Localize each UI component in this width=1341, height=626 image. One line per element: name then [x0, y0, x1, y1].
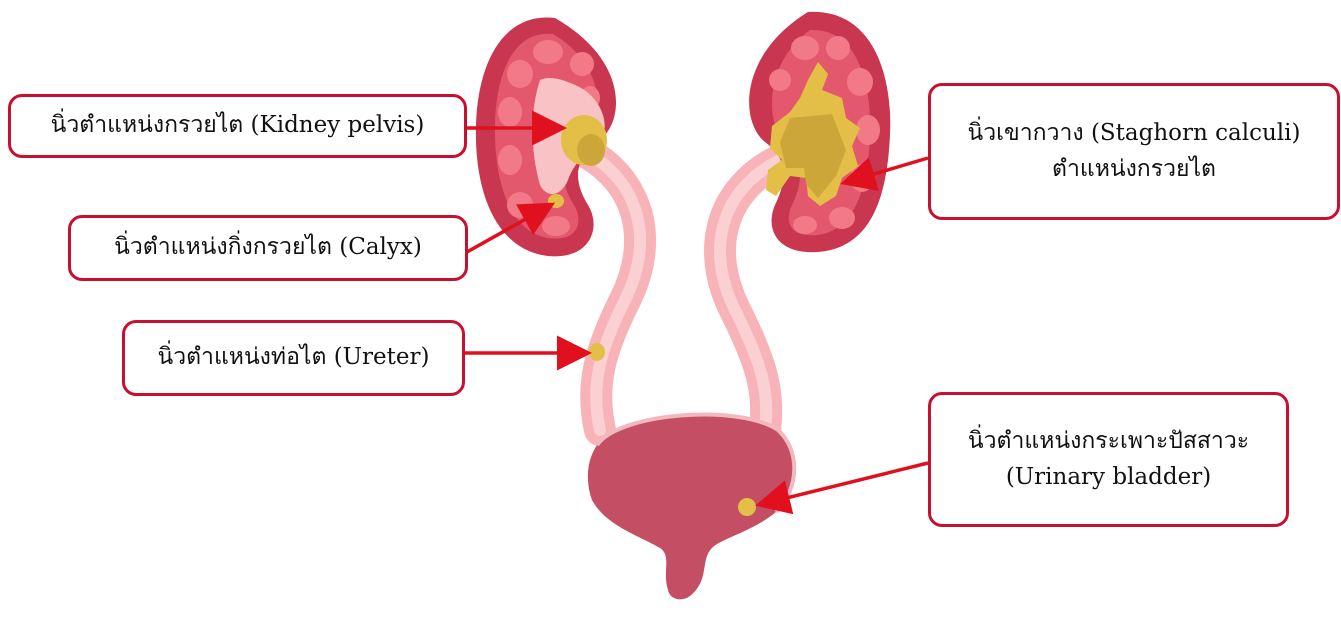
left-kidney — [476, 17, 616, 256]
calyx-label-text: นิ่วตำแหน่งกิ่งกรวยไต (Calyx) — [114, 230, 422, 266]
kidney-pelvis-label: นิ่วตำแหน่งกรวยไต (Kidney pelvis) — [8, 94, 467, 158]
staghorn-label-line2: ตำแหน่งกรวยไต — [1052, 152, 1216, 188]
bladder-label-line1: นิ่วตำแหน่งกระเพาะปัสสาวะ — [968, 424, 1249, 460]
staghorn-label: นิ่วเขากวาง (Staghorn calculi) ตำแหน่งกร… — [928, 83, 1340, 220]
staghorn-label-line1: นิ่วเขากวาง (Staghorn calculi) — [968, 116, 1301, 152]
bladder-stone — [738, 498, 756, 516]
calyx-label: นิ่วตำแหน่งกิ่งกรวยไต (Calyx) — [68, 215, 468, 281]
bladder — [588, 415, 794, 600]
kidney-pelvis-label-text: นิ่วตำแหน่งกรวยไต (Kidney pelvis) — [51, 108, 425, 144]
ureter-stone — [589, 343, 605, 361]
bladder-body — [588, 415, 794, 600]
ureter-label-text: นิ่วตำแหน่งท่อไต (Ureter) — [157, 340, 429, 376]
kidney-pelvis-stone-core — [577, 134, 605, 166]
ureter-label: นิ่วตำแหน่งท่อไต (Ureter) — [122, 320, 465, 396]
bladder-label: นิ่วตำแหน่งกระเพาะปัสสาวะ (Urinary bladd… — [928, 392, 1289, 527]
bladder-label-line2: (Urinary bladder) — [1006, 460, 1211, 496]
right-kidney — [749, 12, 890, 252]
calyx-stone — [548, 194, 564, 208]
